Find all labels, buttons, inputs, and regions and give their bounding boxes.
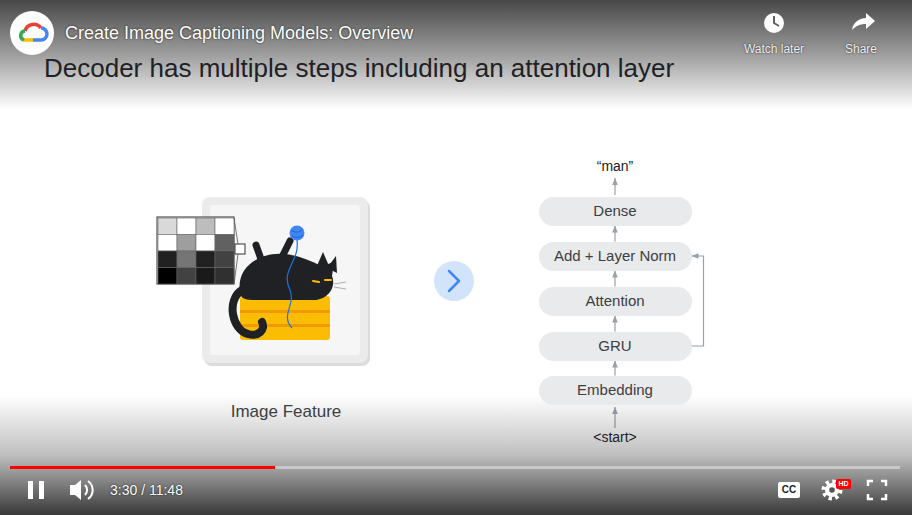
progress-track	[10, 466, 900, 469]
patch-marker	[235, 244, 245, 254]
grid-cell	[177, 235, 196, 252]
flow-arrow	[614, 226, 615, 242]
grid-cell	[177, 268, 196, 285]
logo-green	[21, 31, 25, 40]
box-label: GRU	[598, 337, 631, 354]
grid-cell	[215, 235, 234, 252]
top-gradient	[0, 0, 912, 110]
share-icon	[852, 13, 875, 30]
grid-cell	[215, 251, 234, 268]
bottom-gradient	[0, 395, 912, 515]
logo-red	[25, 24, 41, 31]
hd-badge-bg	[836, 479, 851, 489]
grid-cell	[158, 235, 177, 252]
button-label: Watch later	[744, 43, 804, 57]
grid-cell	[196, 218, 215, 235]
yarn-ball	[290, 226, 305, 241]
cat-paw	[256, 245, 262, 262]
process-box: Attention	[539, 287, 692, 316]
cat-ear	[316, 252, 329, 268]
grid-cell	[196, 235, 215, 252]
button-label: Share	[845, 43, 877, 57]
video-title: Create Image Captioning Models: Overview	[65, 23, 413, 44]
progress-played	[10, 466, 275, 469]
channel-logo	[10, 11, 54, 55]
grid-cell	[158, 218, 177, 235]
grid-cell	[215, 268, 234, 285]
input-token: <start>	[593, 429, 637, 445]
grid-cell	[177, 218, 196, 235]
cat-tail	[233, 290, 263, 335]
time-display: 3:30 / 11:48	[110, 482, 183, 498]
slide-title: Decoder has multiple steps including an …	[44, 55, 674, 81]
chevron-icon	[449, 271, 459, 291]
yarn-string	[287, 240, 297, 328]
logo-blue	[33, 28, 47, 40]
image-caption: Image Feature	[231, 402, 342, 422]
output-token: “man”	[597, 158, 634, 174]
grid-cell	[177, 251, 196, 268]
cat-eye	[325, 279, 331, 281]
grid-cells	[158, 218, 234, 284]
flow-arrow	[692, 256, 704, 346]
process-box: Add + Layer Norm	[539, 242, 692, 271]
grid-cell	[215, 218, 234, 235]
cat-eye	[313, 281, 319, 282]
flow-arrow	[614, 271, 615, 287]
volume-wave	[85, 485, 87, 495]
cat-ear	[327, 256, 337, 273]
cushion-stripe	[240, 310, 330, 313]
settings-hole	[829, 487, 835, 493]
volume-wave	[88, 481, 93, 499]
pause-bar	[39, 481, 44, 499]
flow-arrow	[614, 316, 615, 332]
grid-cell	[196, 268, 215, 285]
image-inner	[210, 205, 360, 355]
yarn-lines	[291, 229, 303, 237]
volume-icon	[70, 480, 81, 500]
cc-icon-text: CC	[782, 484, 796, 496]
clock-icon	[764, 13, 784, 33]
output-arrow	[614, 178, 615, 195]
grid-cell	[196, 251, 215, 268]
flow-arrow	[614, 361, 615, 376]
box-label: Dense	[593, 202, 636, 219]
box-label: Embedding	[577, 381, 653, 398]
process-box: Dense	[539, 197, 692, 226]
clock-hands	[774, 16, 779, 26]
cc-icon	[778, 482, 800, 498]
arrow-circle	[434, 261, 474, 301]
process-box: Embedding	[539, 376, 692, 405]
grid-cell	[158, 268, 177, 285]
pause-bar	[28, 481, 33, 499]
feature-grid	[157, 217, 234, 284]
box-label: Add + Layer Norm	[554, 247, 676, 264]
box-label: Attention	[585, 292, 644, 309]
image-panel	[202, 197, 368, 363]
process-box: GRU	[539, 332, 692, 361]
grid-cell	[158, 251, 177, 268]
cat-whisker	[334, 282, 346, 289]
hd-badge: HD	[838, 480, 848, 488]
cushion-stripe	[240, 324, 330, 327]
logo-yellow	[24, 38, 33, 42]
cat-paw	[282, 241, 290, 257]
fullscreen-icon	[868, 481, 886, 499]
panel-shadow	[204, 200, 370, 366]
